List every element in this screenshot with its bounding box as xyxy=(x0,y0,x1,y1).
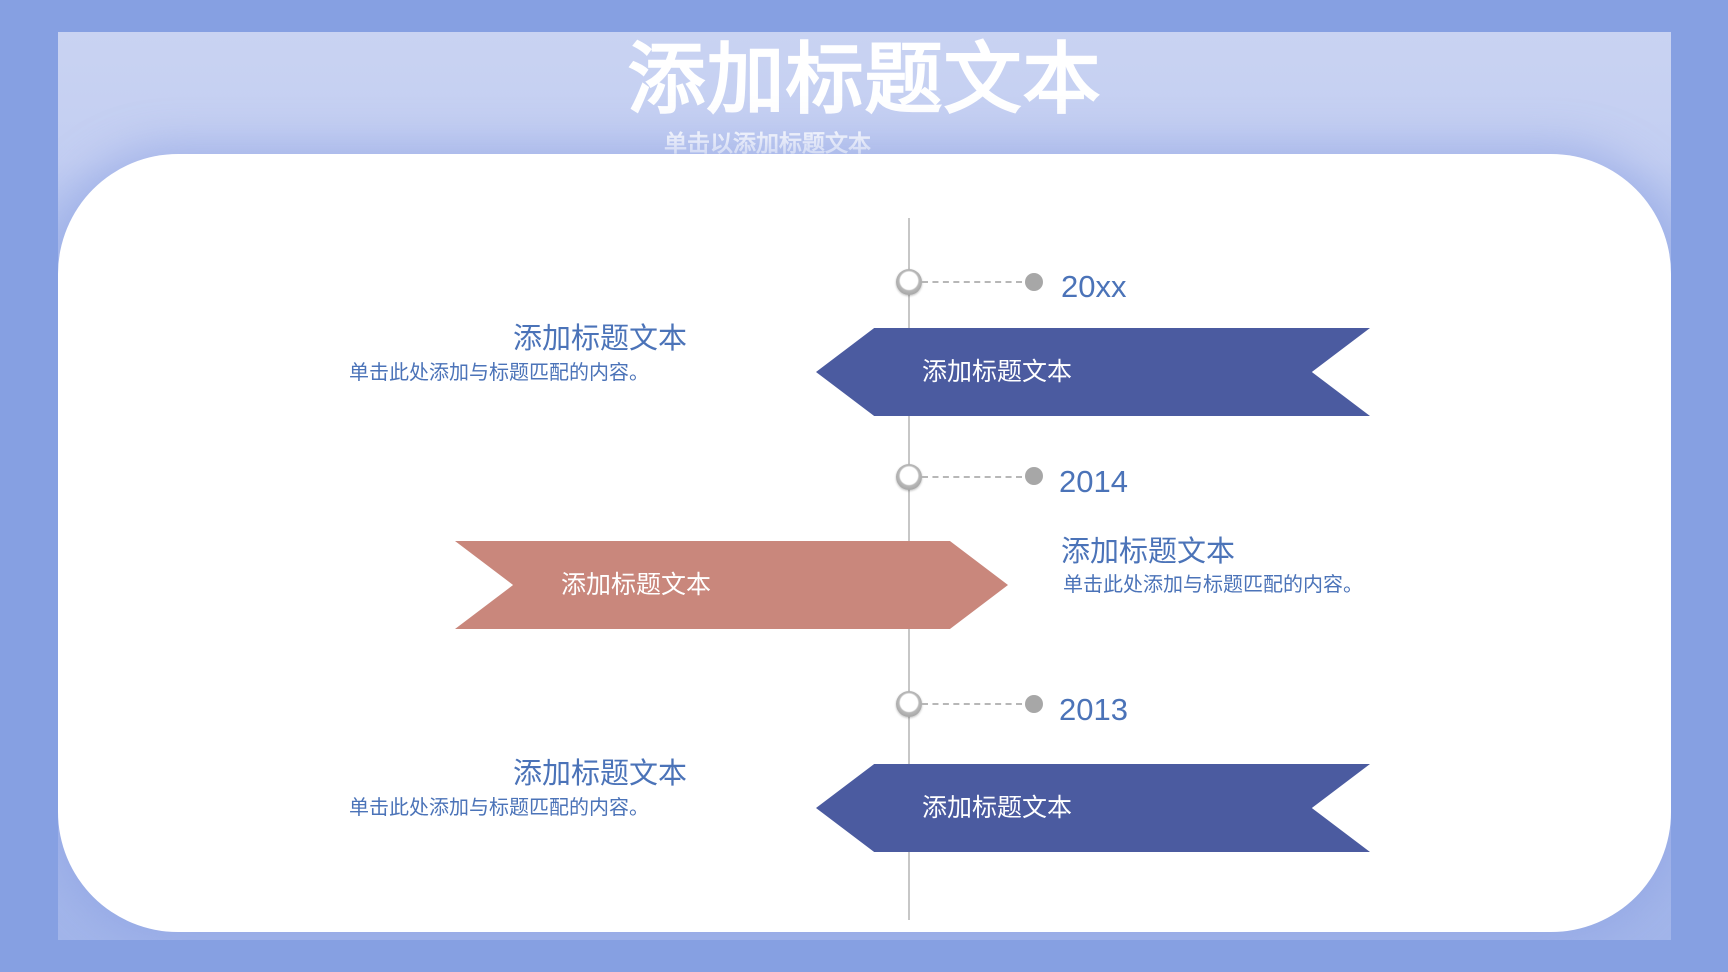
slide-title[interactable]: 添加标题文本 xyxy=(627,35,1102,125)
timeline-node xyxy=(896,691,922,717)
timeline-dot xyxy=(1025,695,1043,713)
timeline-node xyxy=(896,269,922,295)
timeline-ribbon[interactable]: 添加标题文本 xyxy=(816,764,1370,852)
timeline-connector xyxy=(922,703,1022,705)
entry-description[interactable]: 单击此处添加与标题匹配的内容。 xyxy=(349,360,649,384)
timeline-node xyxy=(896,464,922,490)
timeline-dot xyxy=(1025,467,1043,485)
timeline-year[interactable]: 2014 xyxy=(1059,464,1128,499)
slide: 添加标题文本 单击以添加标题文本 xyxy=(58,32,1671,940)
timeline-ribbon[interactable]: 添加标题文本 xyxy=(455,541,1008,629)
entry-description[interactable]: 单击此处添加与标题匹配的内容。 xyxy=(1063,572,1363,596)
entry-title[interactable]: 添加标题文本 xyxy=(513,321,688,355)
timeline-connector xyxy=(922,281,1022,283)
entry-title[interactable]: 添加标题文本 xyxy=(513,756,688,790)
entry-title[interactable]: 添加标题文本 xyxy=(1061,534,1236,568)
timeline-dot xyxy=(1025,273,1043,291)
timeline-ribbon[interactable]: 添加标题文本 xyxy=(816,328,1370,416)
timeline-connector xyxy=(922,476,1022,478)
ribbon-label: 添加标题文本 xyxy=(922,793,1073,822)
timeline-year[interactable]: 2013 xyxy=(1059,692,1128,727)
ribbon-label: 添加标题文本 xyxy=(561,570,712,599)
ribbon-label: 添加标题文本 xyxy=(922,357,1073,386)
entry-description[interactable]: 单击此处添加与标题匹配的内容。 xyxy=(349,795,649,819)
timeline-year[interactable]: 20xx xyxy=(1061,269,1127,304)
slide-subtitle[interactable]: 单击以添加标题文本 xyxy=(664,131,871,157)
